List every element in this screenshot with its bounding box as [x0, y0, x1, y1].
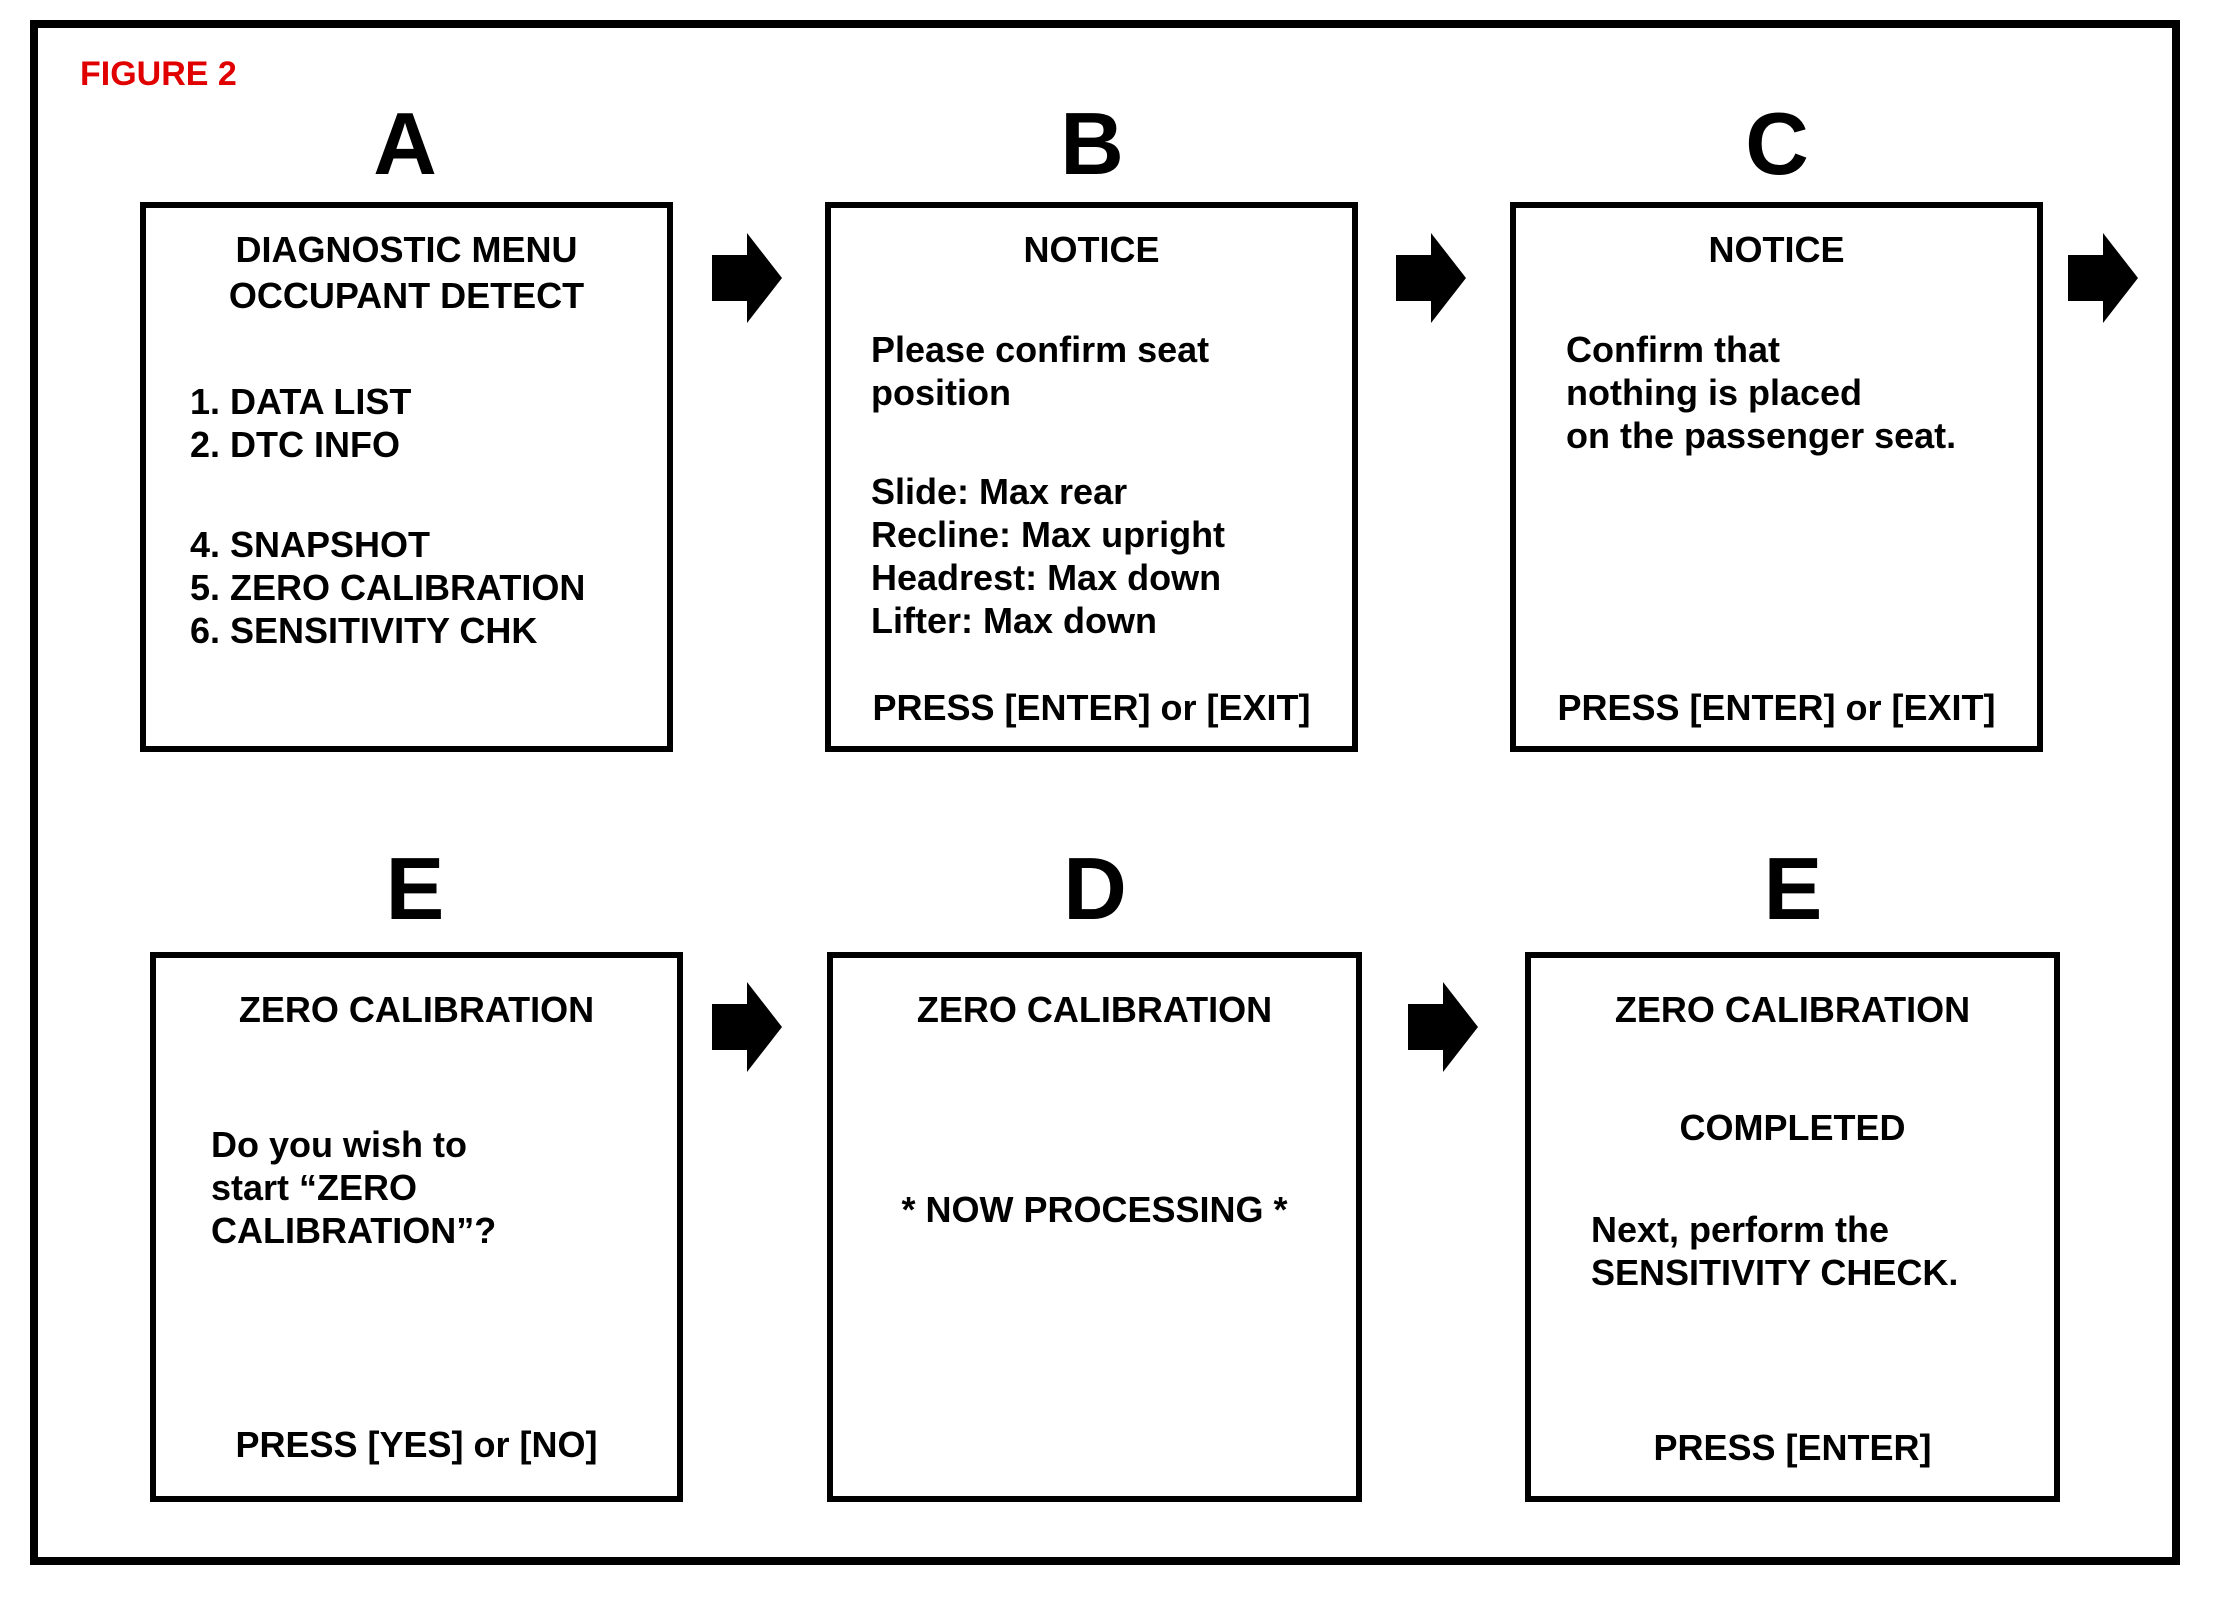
panel-b-letter: B: [1060, 94, 1124, 193]
setting-recline: Recline: Max upright: [871, 514, 1226, 555]
panel-e2-letter: E: [1763, 839, 1823, 938]
panel-c-message-line1: Confirm that: [1566, 329, 1780, 370]
arrow-right-icon: [712, 233, 782, 323]
menu-item-zero-calibration[interactable]: 5. ZERO CALIBRATION: [190, 567, 586, 608]
panel-c-seat-empty-notice: NOTICE Confirm that nothing is placed on…: [1510, 202, 2043, 752]
panel-e2-message-line2: SENSITIVITY CHECK.: [1591, 1252, 1959, 1293]
arrow-right-icon: [1408, 982, 1478, 1072]
setting-slide: Slide: Max rear: [871, 471, 1128, 512]
panel-d-processing: ZERO CALIBRATION * NOW PROCESSING *: [827, 952, 1362, 1502]
panel-e2-prompt: PRESS [ENTER]: [1653, 1427, 1932, 1468]
panel-e-message-line2: start “ZERO: [211, 1167, 418, 1208]
panel-e2-status: COMPLETED: [1679, 1107, 1906, 1148]
panel-b-seat-notice: NOTICE Please confirm seat position Slid…: [825, 202, 1358, 752]
panel-a-title-line1: DIAGNOSTIC MENU: [235, 229, 578, 270]
panel-e-prompt: PRESS [YES] or [NO]: [235, 1424, 598, 1465]
panel-e-message-line1: Do you wish to: [211, 1124, 467, 1165]
panel-a-letter: A: [373, 94, 437, 193]
panel-c-title: NOTICE: [1708, 229, 1845, 270]
panel-b-message-line2: position: [871, 372, 1011, 413]
arrow-right-icon: [712, 982, 782, 1072]
panel-c-letter: C: [1745, 94, 1809, 193]
setting-headrest: Headrest: Max down: [871, 557, 1222, 598]
panel-a-diagnostic-menu: DIAGNOSTIC MENU OCCUPANT DETECT 1. DATA …: [140, 202, 673, 752]
menu-item-data-list[interactable]: 1. DATA LIST: [190, 381, 412, 422]
panel-c-prompt: PRESS [ENTER] or [EXIT]: [1557, 687, 1996, 728]
menu-item-snapshot[interactable]: 4. SNAPSHOT: [190, 524, 431, 565]
panel-d-processing-message: * NOW PROCESSING *: [901, 1189, 1288, 1230]
panel-e2-message-line1: Next, perform the: [1591, 1209, 1890, 1250]
panel-b-prompt: PRESS [ENTER] or [EXIT]: [872, 687, 1311, 728]
figure-label: FIGURE 2: [80, 55, 237, 93]
panel-e-letter: E: [385, 839, 445, 938]
menu-item-dtc-info[interactable]: 2. DTC INFO: [190, 424, 401, 465]
panel-c-message-line3: on the passenger seat.: [1566, 415, 1957, 456]
panel-b-message-line1: Please confirm seat: [871, 329, 1210, 370]
menu-item-sensitivity-chk[interactable]: 6. SENSITIVITY CHK: [190, 610, 538, 651]
panel-b-title: NOTICE: [1023, 229, 1160, 270]
arrow-right-icon: [2068, 233, 2138, 323]
arrow-right-icon: [1396, 233, 1466, 323]
panel-e-confirm-calibration: ZERO CALIBRATION Do you wish to start “Z…: [150, 952, 683, 1502]
panel-d-title: ZERO CALIBRATION: [916, 989, 1273, 1030]
panel-e-message-line3: CALIBRATION”?: [211, 1210, 497, 1251]
panel-d-letter: D: [1063, 839, 1127, 938]
setting-lifter: Lifter: Max down: [871, 600, 1157, 641]
panel-e2-title: ZERO CALIBRATION: [1614, 989, 1971, 1030]
panel-c-message-line2: nothing is placed: [1566, 372, 1863, 413]
panel-e-title: ZERO CALIBRATION: [238, 989, 595, 1030]
panel-a-title-line2: OCCUPANT DETECT: [228, 275, 585, 316]
panel-e2-calibration-completed: ZERO CALIBRATION COMPLETED Next, perform…: [1525, 952, 2060, 1502]
figure-frame: [30, 20, 2180, 1565]
